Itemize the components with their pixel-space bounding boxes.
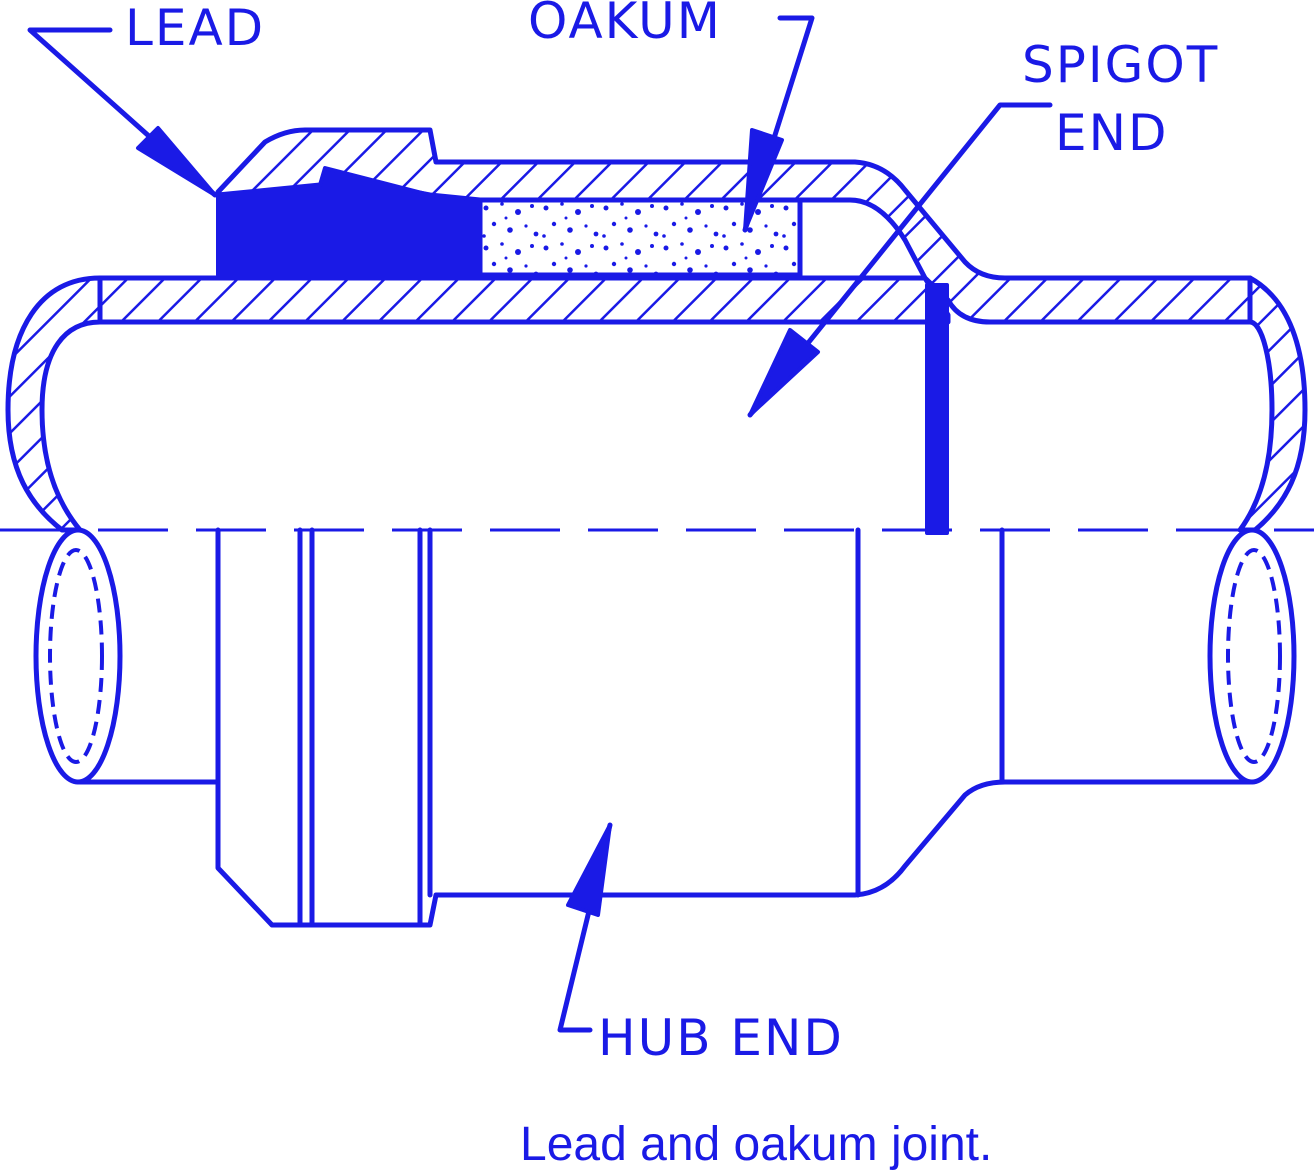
spigot-label-line2: END [1055, 104, 1169, 162]
lead-arrowhead [136, 126, 217, 197]
spigot-leader-line [747, 102, 1053, 418]
oakum-arrowhead [743, 128, 784, 232]
spigot-label-line1: SPIGOT [1022, 36, 1219, 94]
hub-body-outline [215, 527, 1253, 928]
oakum-label: OAKUM [528, 0, 722, 50]
hub-arrowhead [566, 823, 612, 917]
lead-packing [216, 166, 482, 277]
hub-end-label: HUB END [598, 1009, 844, 1067]
right-pipe-end-inner [1226, 548, 1282, 764]
lead-label: LEAD [125, 0, 265, 57]
diagram-caption: Lead and oakum joint. [520, 1118, 992, 1171]
hub-pipe-right-end [1237, 275, 1308, 533]
left-pipe-end-outer [33, 527, 123, 785]
left-pipe-end-inner [48, 548, 104, 764]
spigot-pipe-left-end [5, 275, 103, 533]
right-pipe-end-outer [1207, 527, 1297, 785]
spigot-end-face [925, 283, 949, 535]
spigot-pipe-wall-section [97, 275, 951, 325]
spigot-arrowhead [748, 328, 820, 417]
